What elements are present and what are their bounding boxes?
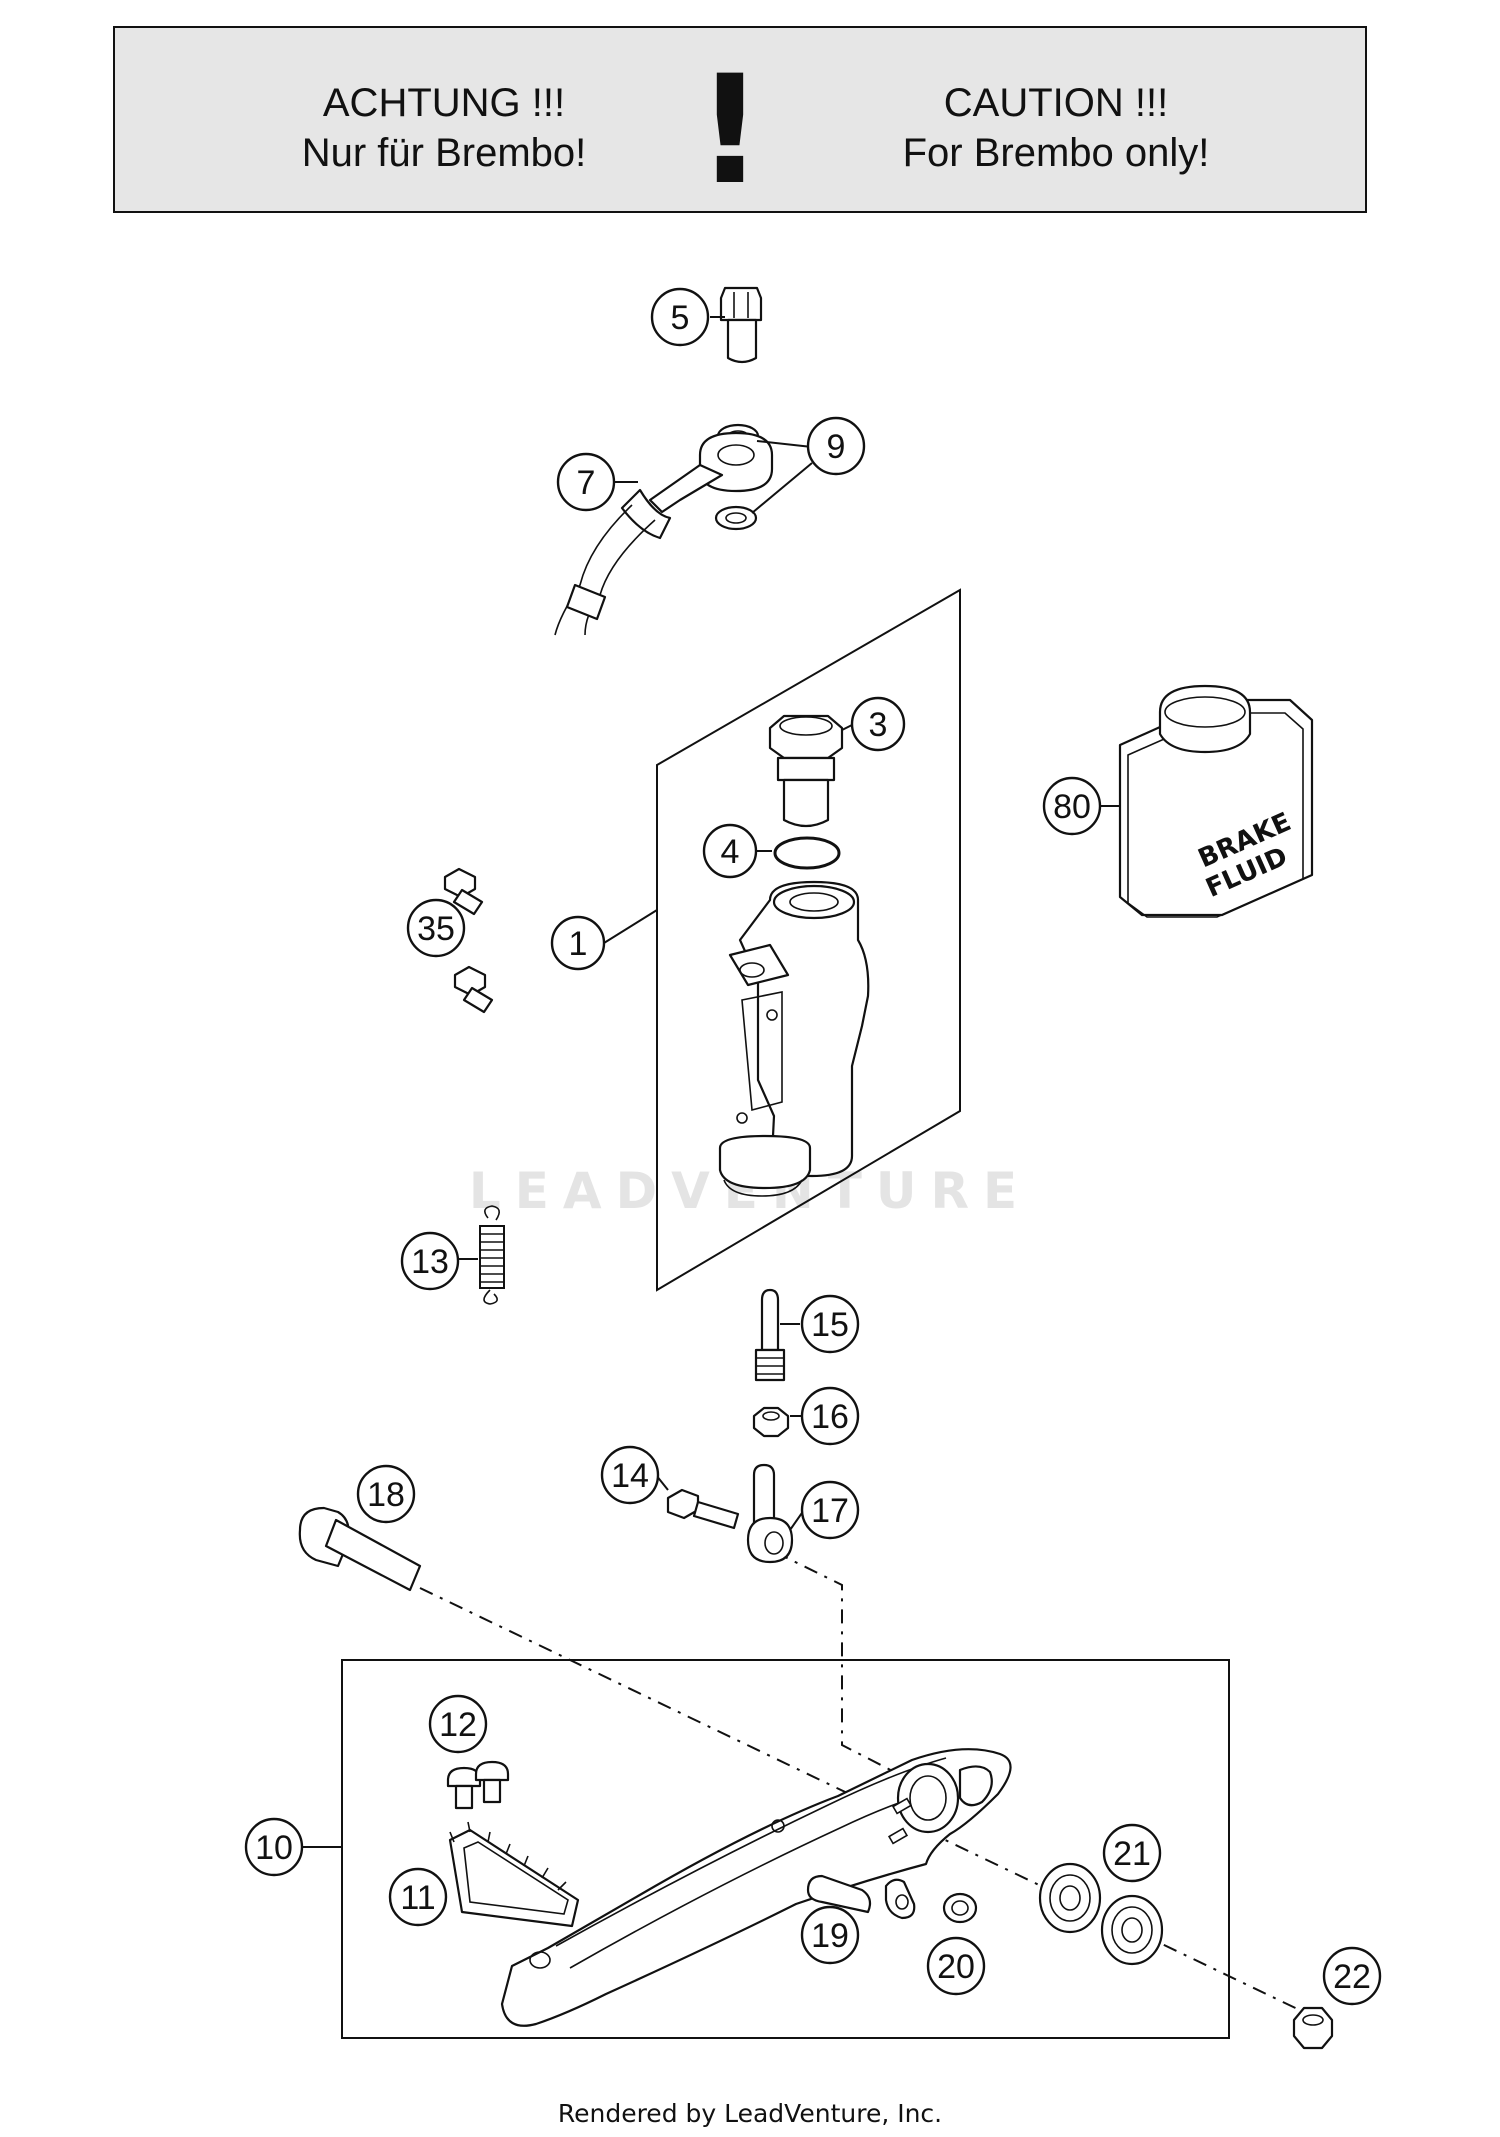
svg-text:5: 5 [671, 299, 690, 337]
caution-german-line2: Nur für Brembo! [302, 131, 587, 175]
exclamation-icon: ! [696, 44, 764, 218]
callout-10: 10 [244, 1817, 304, 1877]
leader-lines [302, 316, 1120, 1848]
pushrod-part [754, 1288, 786, 1382]
callout-14: 14 [600, 1445, 660, 1505]
flange-nut-part [1292, 2006, 1334, 2050]
reservoir-adapter-part [768, 714, 844, 828]
callout-18: 18 [356, 1464, 416, 1524]
svg-text:16: 16 [811, 1398, 849, 1436]
callout-11: 11 [388, 1867, 448, 1927]
banjo-bolt-part [719, 286, 763, 364]
svg-text:13: 13 [411, 1243, 449, 1281]
svg-text:35: 35 [417, 910, 455, 948]
svg-text:11: 11 [400, 1879, 435, 1917]
callout-12: 12 [428, 1694, 488, 1754]
callout-35: 35 [406, 898, 466, 958]
brake-fluid-can-part: BRAKE FLUID [1118, 684, 1314, 918]
svg-text:9: 9 [827, 428, 846, 466]
callout-16: 16 [800, 1386, 860, 1446]
clevis-bolt-part [666, 1488, 740, 1530]
svg-text:20: 20 [937, 1948, 975, 1986]
master-cylinder-part [718, 880, 870, 1197]
caution-banner: ACHTUNG !!! Nur für Brembo! ! CAUTION !!… [113, 26, 1367, 218]
callout-20: 20 [926, 1936, 986, 1996]
footer-credit: Rendered by LeadVenture, Inc. [558, 2099, 942, 2128]
bushing-part [942, 1892, 978, 1924]
caution-english-line2: For Brembo only! [903, 131, 1210, 175]
mounting-screws-part [443, 867, 494, 1014]
bearings-part [1038, 1862, 1164, 1966]
callout-15: 15 [800, 1294, 860, 1354]
svg-text:7: 7 [577, 464, 596, 502]
svg-text:19: 19 [811, 1917, 849, 1955]
callout-4: 4 [702, 823, 758, 879]
callout-22: 22 [1322, 1946, 1382, 2006]
callout-17: 17 [800, 1480, 860, 1540]
callout-13: 13 [400, 1231, 460, 1291]
lock-nut-part [752, 1406, 790, 1438]
svg-text:18: 18 [367, 1476, 405, 1514]
callout-3: 3 [850, 696, 906, 752]
brake-pedal-kit-frame [341, 1659, 1230, 2039]
axis-line-clevis [774, 1551, 911, 1781]
return-spring-part [479, 1205, 505, 1305]
svg-text:22: 22 [1333, 1958, 1371, 1996]
callout-19: 19 [800, 1905, 860, 1965]
svg-text:12: 12 [439, 1706, 477, 1744]
pedal-pin-part [806, 1874, 916, 1920]
brake-pedal-lever-part [500, 1748, 1012, 2027]
callout-9: 9 [806, 416, 866, 476]
svg-text:15: 15 [811, 1306, 849, 1344]
svg-text:17: 17 [811, 1492, 849, 1530]
master-cylinder-kit-frame [656, 588, 961, 1292]
callout-7: 7 [556, 452, 616, 512]
callout-5: 5 [650, 287, 710, 347]
caution-english-line1: CAUTION !!! [944, 81, 1168, 125]
o-ring-part [773, 836, 841, 870]
svg-text:80: 80 [1053, 788, 1091, 826]
brake-line-part [554, 431, 774, 636]
svg-text:1: 1 [569, 925, 588, 963]
pedal-step-part [448, 1821, 580, 1928]
callout-1: 1 [550, 915, 606, 971]
svg-text:4: 4 [721, 833, 740, 871]
svg-text:21: 21 [1113, 1835, 1151, 1873]
svg-text:14: 14 [611, 1457, 649, 1495]
clevis-part [746, 1463, 794, 1564]
callout-21: 21 [1102, 1823, 1162, 1883]
svg-text:3: 3 [869, 706, 888, 744]
svg-text:10: 10 [255, 1829, 293, 1867]
callout-80: 80 [1042, 776, 1102, 836]
pedal-step-screws-part [446, 1760, 510, 1810]
pivot-bolt-part [298, 1506, 422, 1592]
caution-german-line1: ACHTUNG !!! [323, 81, 565, 125]
